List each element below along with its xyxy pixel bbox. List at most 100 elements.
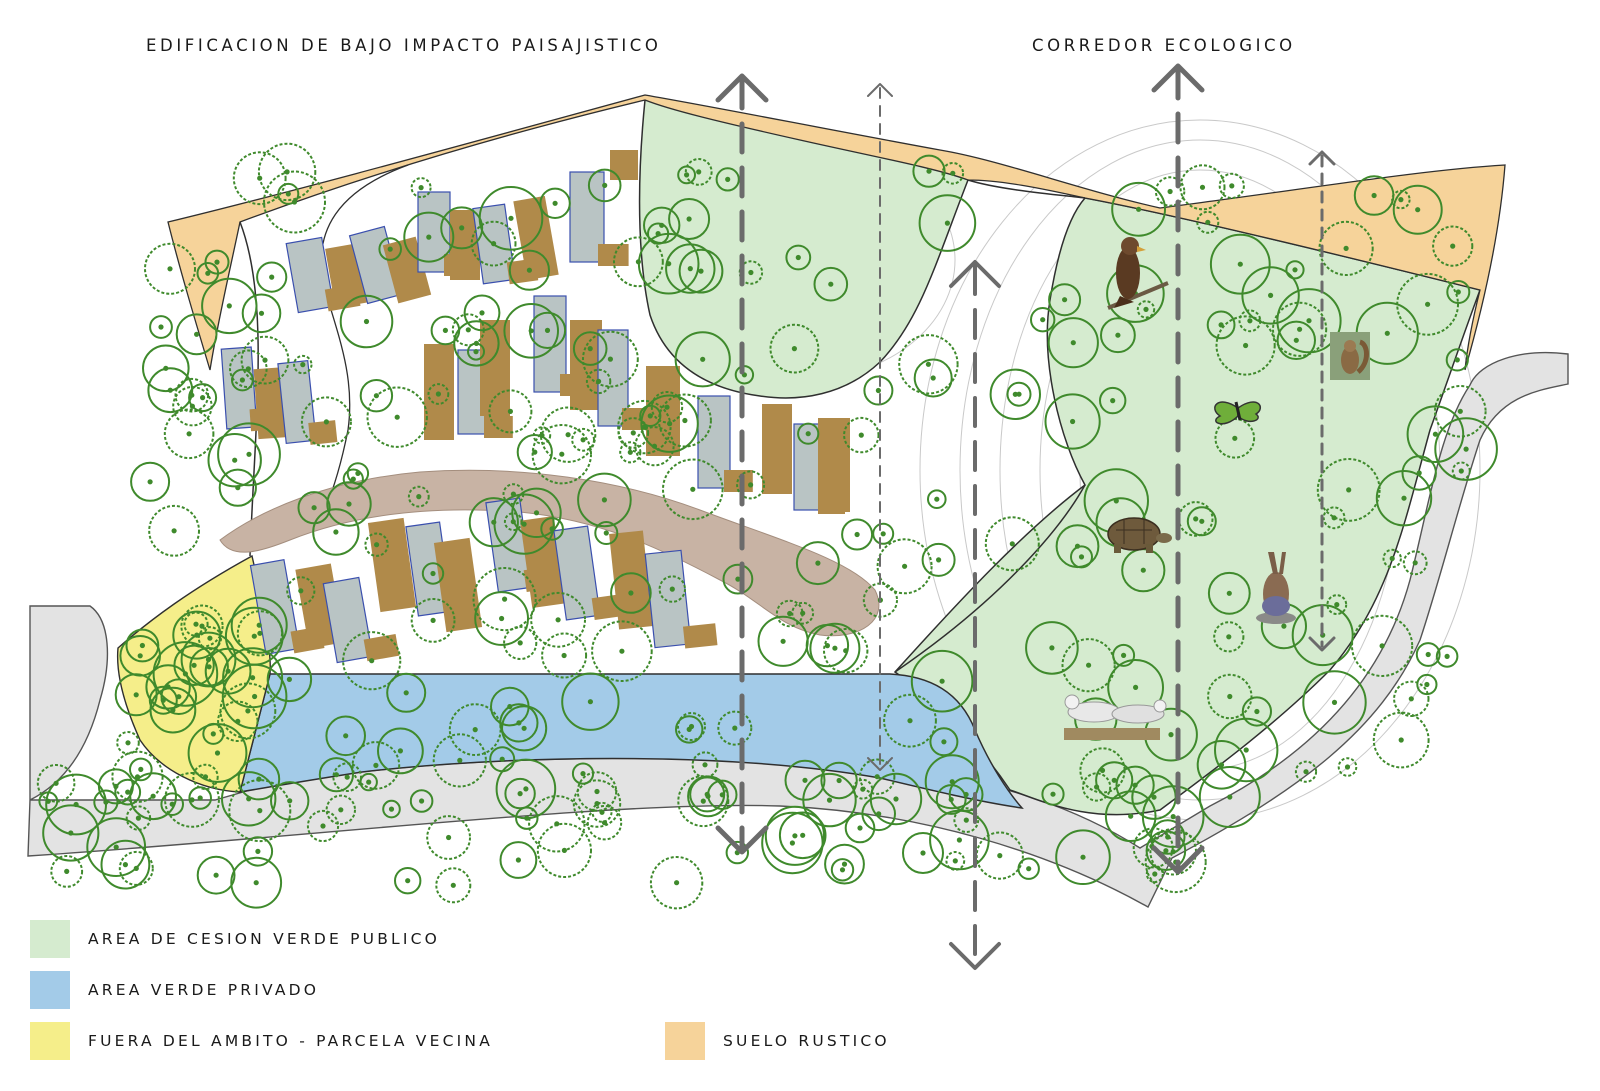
tree-symbol [503, 303, 560, 359]
tree-symbol [530, 591, 586, 648]
tree-symbol [342, 468, 364, 490]
tree-symbol [841, 518, 874, 551]
tree-symbol [241, 293, 282, 334]
tree-symbol [674, 331, 731, 388]
tree-symbol [640, 394, 699, 453]
tree-symbol [1272, 301, 1328, 357]
tree-symbol [876, 538, 933, 595]
tree-symbol [668, 198, 711, 240]
tree-symbol [504, 777, 536, 810]
tree-symbol [918, 194, 977, 252]
tree-symbol [488, 389, 533, 434]
tree-symbol [684, 158, 713, 186]
tree-symbol [843, 416, 880, 454]
legend-label-rustic-soil: SUELO RUSTICO [723, 1032, 890, 1050]
tree-symbol [872, 522, 895, 545]
tree-symbol [639, 404, 662, 427]
tree-symbol [1044, 393, 1101, 450]
zone-public-green-north [638, 99, 971, 399]
tree-symbol [649, 856, 704, 910]
eagle-icon [1107, 237, 1169, 310]
tree-symbol [403, 211, 455, 263]
tree-symbol [1434, 417, 1498, 481]
tree-symbol [576, 771, 618, 812]
tree-symbol [1213, 621, 1245, 653]
tree-symbol [474, 591, 530, 646]
tree-symbol [499, 841, 538, 879]
tree-symbol [364, 532, 389, 557]
tree-symbol [736, 470, 766, 500]
tree-symbol [883, 693, 937, 748]
tree-symbol [1402, 550, 1428, 576]
tree-symbol [1145, 830, 1187, 872]
tree-symbol [791, 601, 815, 625]
tree-symbol [394, 867, 422, 895]
tree-symbol [1196, 210, 1220, 234]
tree-symbol [172, 386, 213, 427]
tree-symbol [1316, 458, 1381, 522]
legend-swatch-public-green [30, 920, 70, 958]
tree-symbol [1432, 225, 1474, 267]
tree-symbol [130, 461, 171, 502]
tree-symbol [929, 809, 990, 871]
tree-symbol [823, 628, 869, 674]
tree-symbol [658, 575, 686, 603]
tree-symbol [1214, 717, 1279, 783]
tree-symbol [196, 262, 220, 285]
tree-symbol [1196, 740, 1247, 790]
tree-symbol [242, 836, 274, 867]
tree-symbol [230, 856, 283, 909]
tree-symbol [1070, 545, 1093, 569]
tree-symbol [898, 334, 959, 395]
legend-label-neighbor-parcel: FUERA DEL AMBITO - PARCELA VECINA [88, 1032, 493, 1050]
tree-symbol [201, 277, 258, 335]
tree-symbol [86, 817, 147, 877]
tree-symbol [637, 232, 700, 295]
tree-symbol [489, 746, 516, 773]
tree-symbol [229, 349, 268, 389]
tree-symbol [463, 294, 501, 332]
tree-symbol [1154, 176, 1186, 207]
tree-symbol [386, 672, 427, 713]
tree-symbol [795, 541, 840, 586]
tree-symbol [531, 424, 592, 485]
tree-symbol [183, 611, 209, 637]
tree-symbol [148, 685, 178, 715]
tree-symbol [432, 733, 487, 788]
tree-symbol [1372, 711, 1430, 769]
tree-symbol [1048, 283, 1082, 317]
tree-symbol [1207, 673, 1253, 720]
tree-symbol [217, 700, 259, 742]
zone-rustic-soil [167, 94, 1506, 371]
tree-symbol [147, 367, 194, 414]
tree-symbol [797, 422, 820, 445]
tree-symbol [232, 151, 287, 206]
tree-symbol [764, 805, 826, 866]
tree-symbol [50, 855, 84, 888]
ecological-flow-arrow [1308, 150, 1336, 652]
tree-symbol [1100, 317, 1136, 354]
tree-symbol [256, 261, 288, 293]
legend-item-public-green: AREA DE CESION VERDE PUBLICO [30, 920, 440, 958]
tree-symbol [204, 249, 230, 275]
tree-symbol [325, 794, 356, 825]
tree-symbol [351, 741, 401, 790]
tree-symbol [116, 731, 140, 755]
tree-symbol [217, 422, 281, 487]
tree-symbol [945, 851, 966, 871]
tree-symbol [180, 631, 237, 688]
ecological-flow-arrow [715, 73, 769, 855]
tree-symbol [757, 615, 809, 667]
tree-symbol [587, 168, 622, 203]
tree-symbol [427, 383, 450, 405]
tree-symbol [451, 313, 485, 347]
tree-symbol [230, 596, 288, 654]
hare-icon [1256, 552, 1296, 624]
legend-swatch-private-green [30, 971, 70, 1009]
tree-symbol [1294, 760, 1318, 783]
tortoise-icon [1107, 517, 1172, 553]
tree-symbol [516, 434, 553, 471]
tree-symbol [948, 777, 984, 812]
tree-symbol [421, 562, 445, 585]
tree-symbol [410, 177, 432, 199]
